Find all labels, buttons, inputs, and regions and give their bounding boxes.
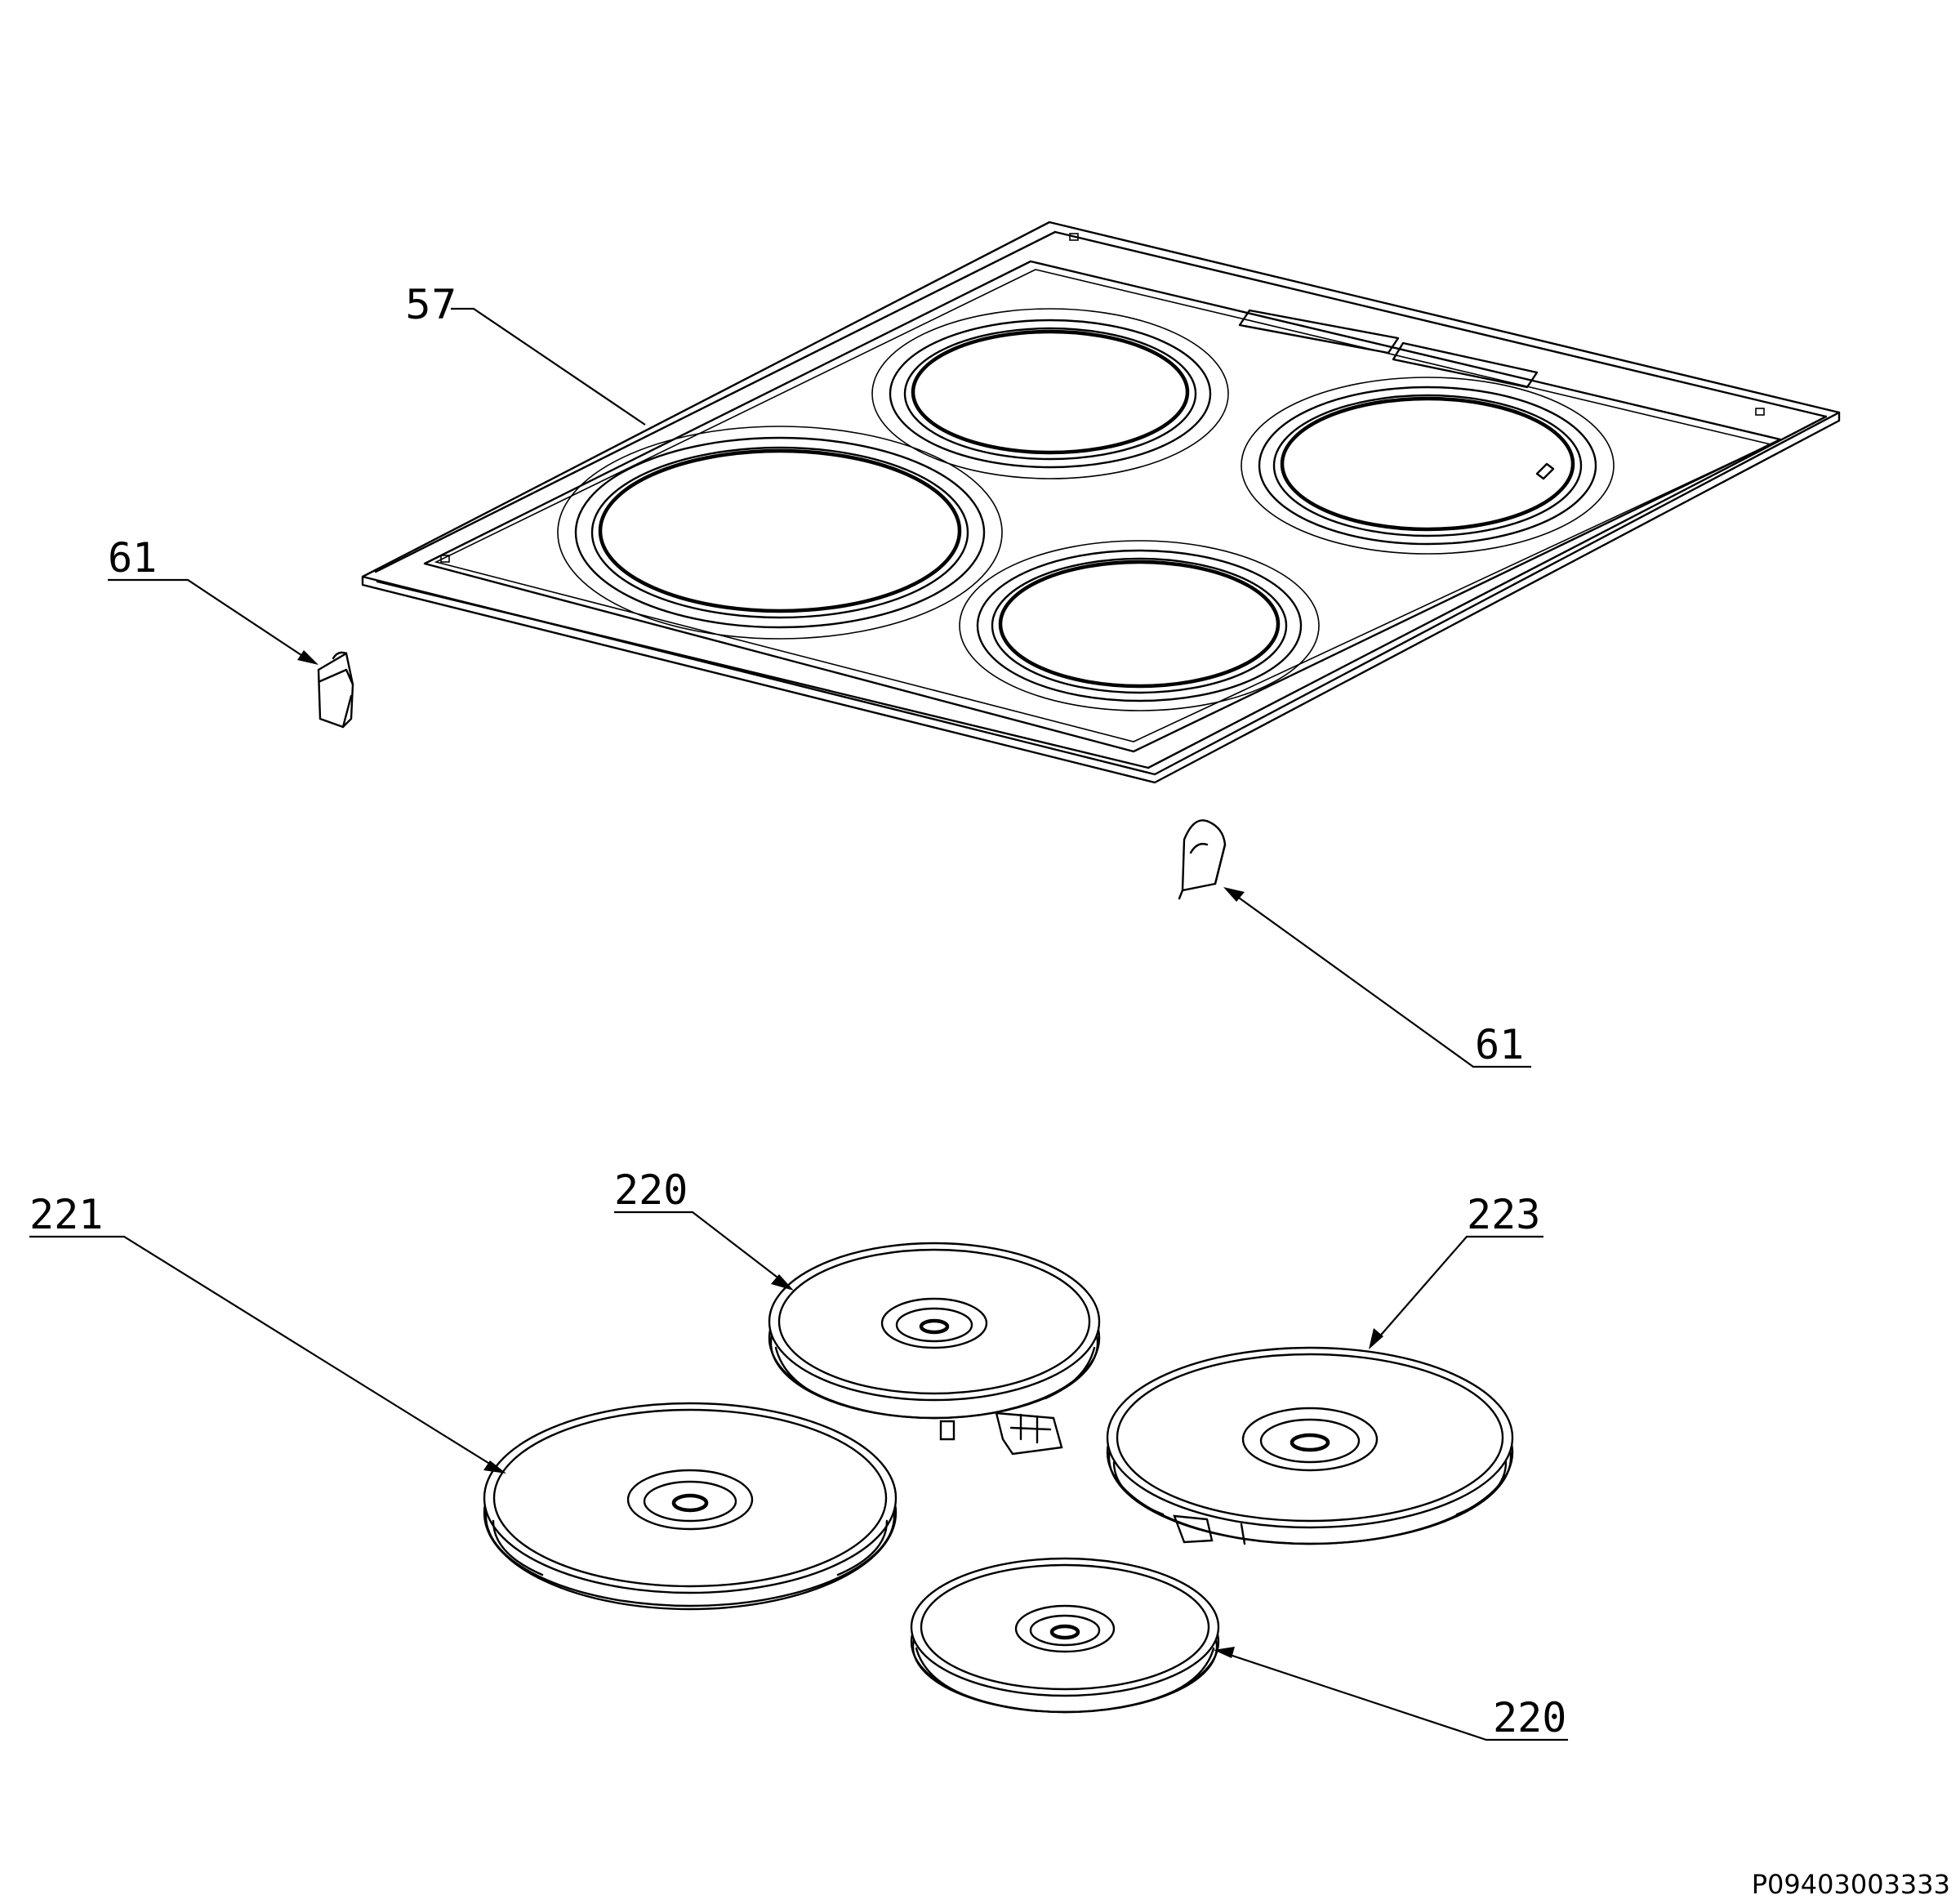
callout-57: 57 bbox=[405, 281, 457, 328]
hotplate-221 bbox=[483, 1402, 898, 1611]
callout-220-rear: 220 bbox=[614, 1166, 688, 1214]
callout-221: 221 bbox=[29, 1191, 103, 1238]
hotplate-220-rear bbox=[768, 1242, 1101, 1456]
cooktop-hob-rear-right bbox=[1241, 377, 1615, 555]
cooktop-hob-front-right bbox=[959, 540, 1320, 711]
hotplate-223 bbox=[1106, 1346, 1514, 1545]
cooktop-hob-front-left bbox=[557, 426, 1003, 640]
clip-right bbox=[1178, 819, 1227, 900]
callout-61-right: 61 bbox=[1475, 1021, 1524, 1068]
clip-left bbox=[317, 651, 354, 729]
document-code: P09403003333 bbox=[1752, 1869, 1950, 1900]
cooktop-top-panel bbox=[361, 221, 1841, 784]
leader-lines bbox=[29, 307, 1568, 1741]
hotplate-220-front bbox=[910, 1557, 1220, 1714]
callout-220-front: 220 bbox=[1493, 1694, 1566, 1741]
cooktop-hob-rear-left bbox=[871, 308, 1229, 479]
callout-223: 223 bbox=[1467, 1191, 1540, 1238]
callout-61-left: 61 bbox=[108, 534, 157, 582]
